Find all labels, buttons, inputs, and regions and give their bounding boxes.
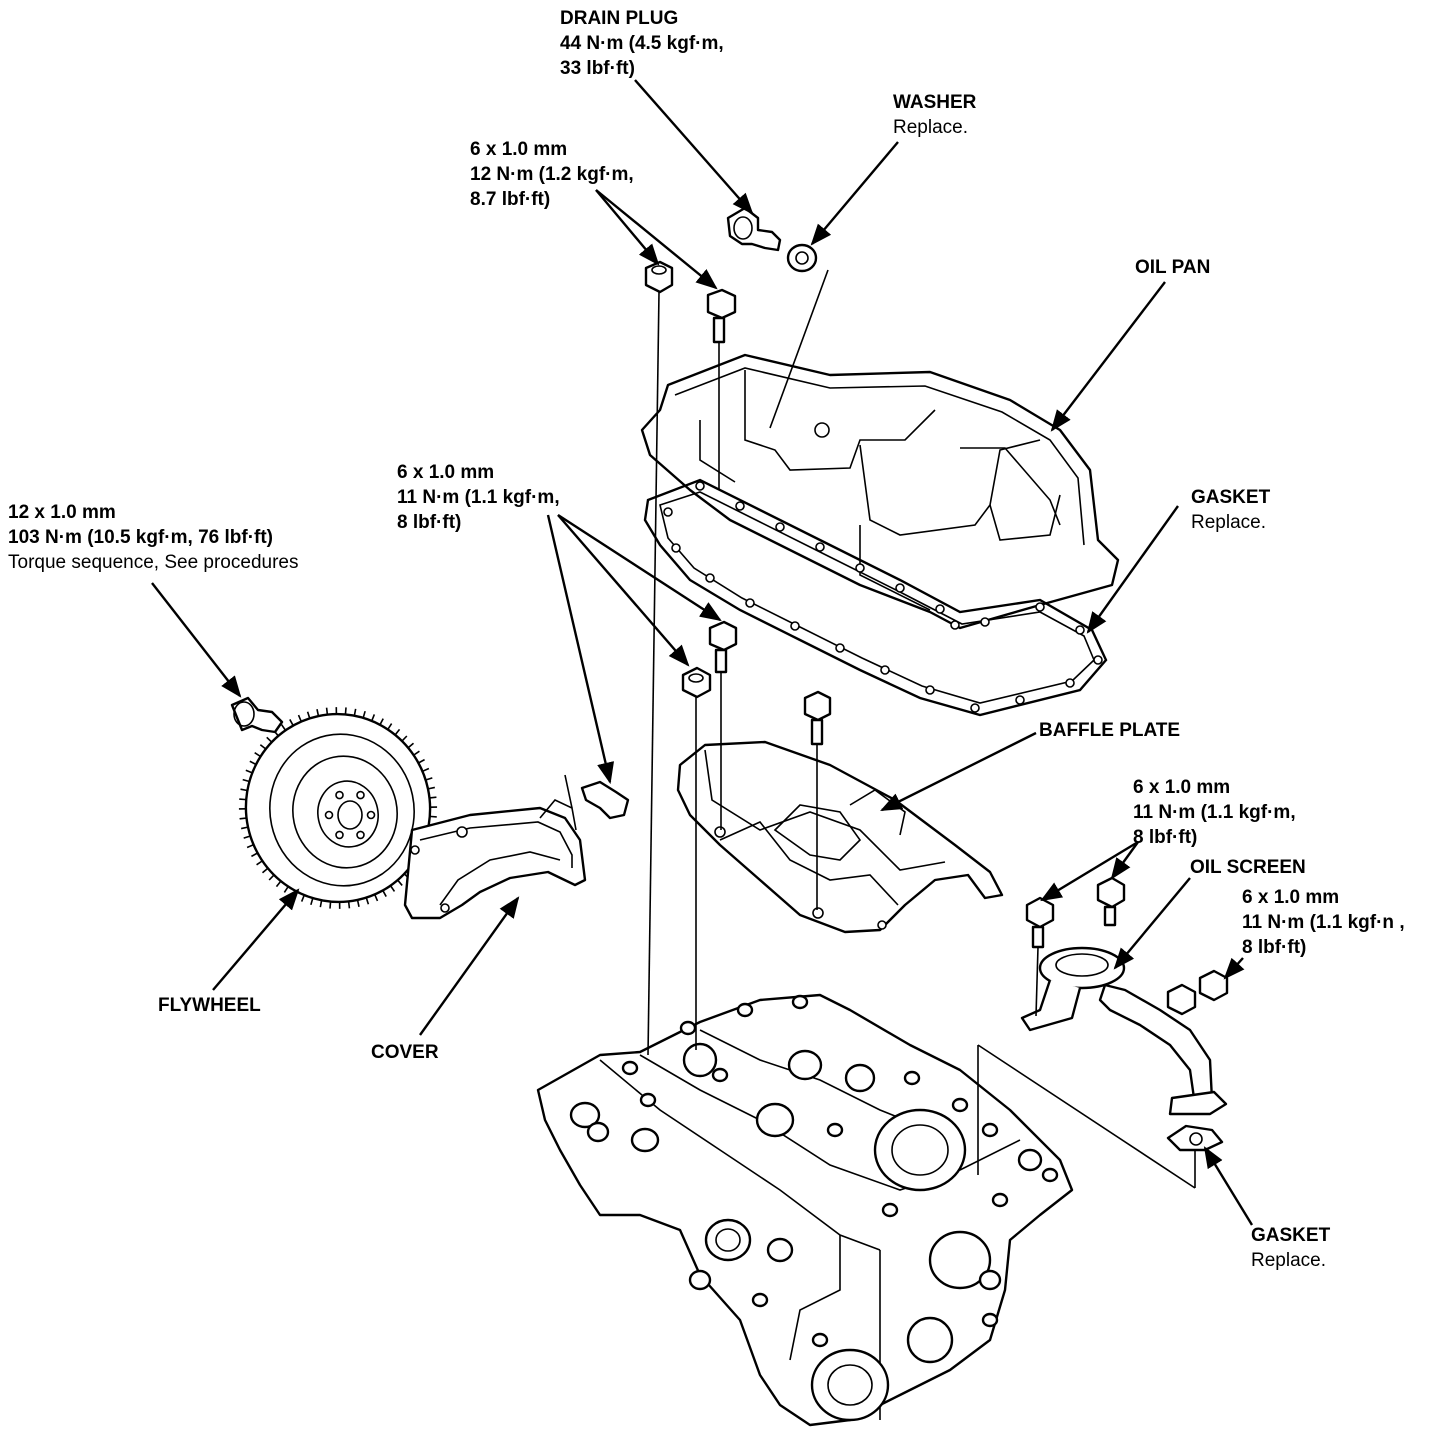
nut-screen-1 xyxy=(1166,983,1197,1016)
bolt-screen-1 xyxy=(1025,896,1055,949)
gasket-pan-note: Replace. xyxy=(1191,512,1266,533)
gasket-pan-title: GASKET xyxy=(1191,487,1271,508)
callout-baffle-plate: BAFFLE PLATE xyxy=(1039,718,1180,743)
callout-bolt-mid: 6 x 1.0 mm 11 N·m (1.1 kgf·m, 8 lbf·ft) xyxy=(397,460,560,535)
callout-oil-pan: OIL PAN xyxy=(1135,255,1210,280)
callout-flywheel: FLYWHEEL xyxy=(158,993,261,1018)
callout-cover: COVER xyxy=(371,1040,439,1065)
bolt-right-torque-lbf: 8 lbf·ft) xyxy=(1133,827,1198,848)
baffle-plate-title: BAFFLE PLATE xyxy=(1039,720,1181,741)
bolt-mid-1 xyxy=(708,620,738,674)
cover-title: COVER xyxy=(371,1042,439,1063)
callout-gasket-screen: GASKET Replace. xyxy=(1251,1223,1330,1273)
bolt-mid-size: 6 x 1.0 mm xyxy=(397,462,495,483)
callout-arrows xyxy=(151,79,1254,1226)
flywheel-bolt-note: Torque sequence, See procedures xyxy=(8,552,299,573)
bolt-right-torque: 11 N·m (1.1 kgf·m, xyxy=(1133,802,1296,823)
callout-flywheel-bolt: 12 x 1.0 mm 103 N·m (10.5 kgf·m, 76 lbf·… xyxy=(8,500,298,575)
bolt-top-size: 6 x 1.0 mm xyxy=(470,139,568,160)
nut-screen-2 xyxy=(1198,969,1229,1002)
bolt-baffle xyxy=(803,690,832,746)
washer-note: Replace. xyxy=(893,117,968,138)
callout-nut-right: 6 x 1.0 mm 11 N·m (1.1 kgf·n , 8 lbf·ft) xyxy=(1242,885,1405,960)
oil-pan-title: OIL PAN xyxy=(1135,257,1211,278)
drain-plug-torque-lbf: 33 lbf·ft) xyxy=(560,58,635,79)
nut-mid xyxy=(681,666,712,699)
flywheel-bolt xyxy=(230,696,284,734)
gasket-screen-note: Replace. xyxy=(1251,1250,1326,1271)
callout-drain-plug: DRAIN PLUG 44 N·m (4.5 kgf·m, 33 lbf·ft) xyxy=(560,6,724,81)
nut-right-torque: 11 N·m (1.1 kgf·n , xyxy=(1242,912,1405,933)
washer-title: WASHER xyxy=(893,92,977,113)
callout-bolt-top: 6 x 1.0 mm 12 N·m (1.2 kgf·m, 8.7 lbf·ft… xyxy=(470,137,634,212)
nut-right-size: 6 x 1.0 mm xyxy=(1242,887,1340,908)
oil-screen xyxy=(1020,946,1228,1116)
bolt-top-torque: 12 N·m (1.2 kgf·m, xyxy=(470,164,634,185)
flywheel-bolt-size: 12 x 1.0 mm xyxy=(8,502,116,523)
gasket-screen-title: GASKET xyxy=(1251,1225,1331,1246)
bolt-cover xyxy=(580,780,630,820)
callout-bolt-right: 6 x 1.0 mm 11 N·m (1.1 kgf·m, 8 lbf·ft) xyxy=(1133,775,1296,850)
oil-pan-gasket xyxy=(643,478,1108,717)
nut-top-left xyxy=(644,260,674,294)
callout-oil-screen: OIL SCREEN xyxy=(1190,855,1306,880)
flywheel-title: FLYWHEEL xyxy=(158,995,261,1016)
flywheel xyxy=(238,707,438,909)
oil-screen-gasket xyxy=(1166,1124,1224,1152)
washer xyxy=(786,243,818,273)
nut-right-torque-lbf: 8 lbf·ft) xyxy=(1242,937,1307,958)
callout-washer: WASHER Replace. xyxy=(893,90,976,140)
baffle-plate xyxy=(676,740,1004,934)
oil-pan xyxy=(640,353,1120,630)
oil-screen-title: OIL SCREEN xyxy=(1190,857,1306,878)
bolt-mid-torque: 11 N·m (1.1 kgf·m, xyxy=(397,487,560,508)
drain-plug-title: DRAIN PLUG xyxy=(560,8,679,29)
drain-plug-torque: 44 N·m (4.5 kgf·m, xyxy=(560,33,724,54)
callout-gasket-pan: GASKET Replace. xyxy=(1191,485,1270,535)
alignment-lines xyxy=(564,269,1196,1189)
bolt-mid-torque-lbf: 8 lbf·ft) xyxy=(397,512,462,533)
flywheel-bolt-torque: 103 N·m (10.5 kgf·m, 76 lbf·ft) xyxy=(8,527,273,548)
cover xyxy=(403,799,587,920)
drain-plug xyxy=(726,206,782,252)
bolt-screen-2 xyxy=(1096,876,1126,927)
engine-block xyxy=(536,993,1074,1427)
bolt-right-size: 6 x 1.0 mm xyxy=(1133,777,1231,798)
bolt-top-right xyxy=(706,288,737,344)
bolt-top-torque-lbf: 8.7 lbf·ft) xyxy=(470,189,551,210)
